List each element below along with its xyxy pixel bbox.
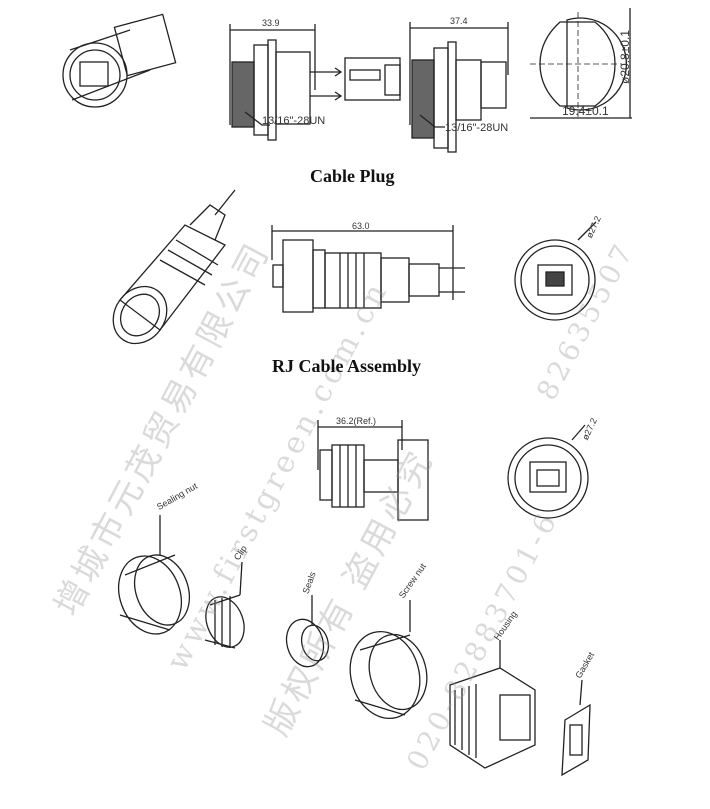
dim-thread-1: 13/16"-28UN [262, 115, 326, 127]
panel-cutout [530, 8, 632, 119]
dim-receptacle-length-1: 33.9 [262, 18, 280, 28]
clip [204, 561, 245, 649]
cable-plug-side-view [271, 225, 465, 313]
rj-cable-assembly-title: RJ Cable Assembly [272, 356, 422, 376]
rj-assembly-front-view [507, 424, 589, 519]
dim-plug-length: 63.0 [352, 221, 370, 231]
sealing-nut [118, 515, 191, 635]
housing [449, 640, 536, 769]
dim-thread-2: 13/16"-28UN [445, 122, 509, 134]
dim-panel-cutout-flat: 19.4±0.1 [562, 104, 609, 118]
dim-assembly-length: 36.2(Ref.) [336, 416, 377, 426]
cable-plug-front-view [514, 221, 597, 321]
dim-receptacle-length-2: 37.4 [450, 16, 468, 26]
cable-plug-isometric [112, 189, 236, 345]
dim-panel-cutout-diameter: ø20.8±0.1 [617, 30, 632, 84]
gasket [561, 679, 591, 777]
seals [285, 595, 330, 668]
receptacle-isometric [62, 13, 177, 108]
cable-plug-title: Cable Plug [310, 166, 395, 186]
rj-assembly-side-view [317, 420, 429, 521]
receptacle-side-view-1 [229, 24, 401, 141]
screw-nut [349, 600, 428, 720]
receptacle-side-view-2 [409, 22, 509, 153]
